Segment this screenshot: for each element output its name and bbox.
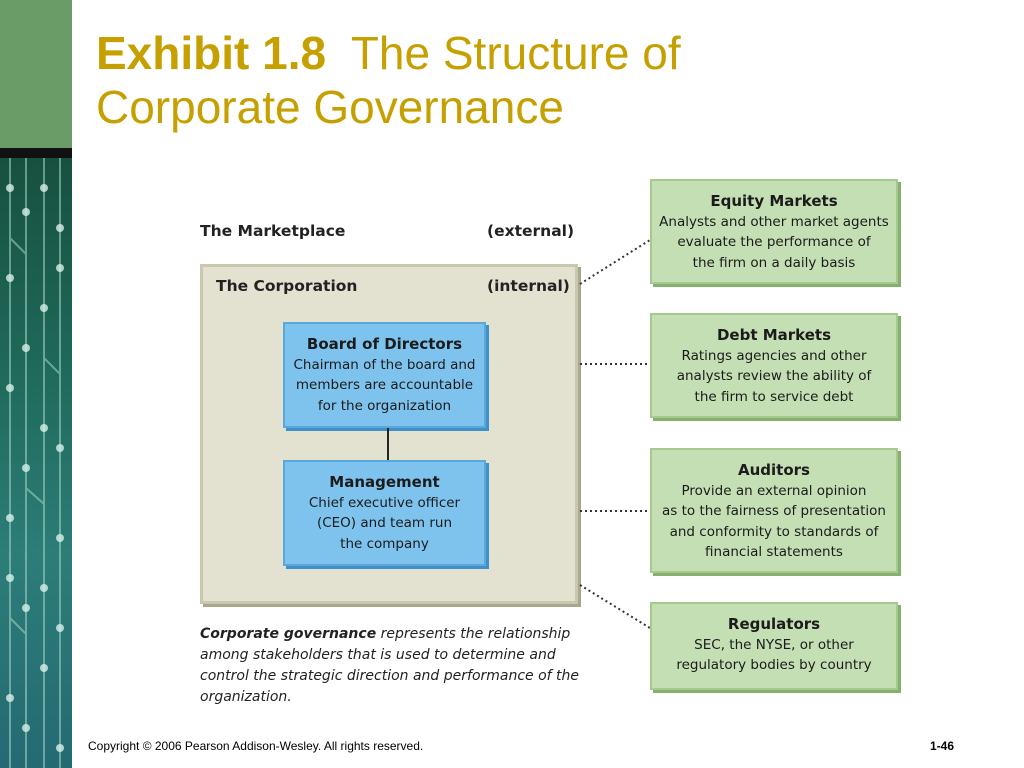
management-line: (CEO) and team run (316, 515, 453, 531)
debt-markets-line: analysts review the ability of (676, 368, 872, 384)
management-line: the company (340, 535, 429, 552)
title-exhibit-number: Exhibit 1.8 (96, 27, 327, 79)
left-dark-bar (0, 148, 72, 158)
auditors-line: and conformity to standards of (669, 523, 879, 540)
debt-markets-title: Debt Markets (716, 326, 832, 344)
board-management-connector (387, 428, 389, 460)
copyright-footer: Copyright © 2006 Pearson Addison-Wesley.… (88, 739, 424, 753)
slide-title: Exhibit 1.8 The Structure of Corporate G… (96, 26, 796, 134)
left-green-panel (0, 0, 72, 148)
definition-caption: Corporate governance represents the rela… (200, 624, 580, 708)
auditors-line: as to the fairness of presentation (662, 503, 886, 519)
equity-markets-title: Equity Markets (710, 192, 838, 210)
equity-markets-box: Equity Markets Analysts and other market… (650, 179, 898, 284)
corporation-label: The Corporation (216, 277, 358, 295)
title-text: The Structure of Corporate Governance (96, 27, 681, 133)
board-line: for the organization (317, 397, 452, 414)
regulators-title: Regulators (727, 615, 821, 633)
corporation-tag: (internal) (487, 277, 570, 295)
equity-markets-line: evaluate the performance of (677, 234, 871, 250)
marketplace-tag: (external) (487, 222, 575, 240)
regulators-line: regulatory bodies by country (676, 657, 872, 673)
auditors-line: financial statements (705, 544, 843, 560)
board-title: Board of Directors (306, 335, 463, 353)
auditors-box: Auditors Provide an external opinion as … (650, 448, 898, 573)
left-decor-strip (0, 0, 72, 768)
circuit-board-image (0, 158, 72, 768)
caption-term: Corporate governance (200, 626, 377, 642)
auditors-line: Provide an external opinion (681, 482, 867, 499)
connector-regulators (579, 584, 651, 629)
regulators-box: Regulators SEC, the NYSE, or other regul… (650, 602, 898, 690)
board-line: members are accountable (295, 377, 474, 393)
caption-text: represents the relationship among stakeh… (200, 626, 580, 705)
regulators-line: SEC, the NYSE, or other (694, 636, 854, 653)
debt-markets-line: the firm to service debt (694, 388, 854, 405)
management-title: Management (329, 473, 440, 491)
debt-markets-line: Ratings agencies and other (681, 347, 867, 364)
equity-markets-line: Analysts and other market agents (659, 213, 889, 230)
board-line: Chairman of the board and (293, 356, 476, 373)
connector-equity (579, 239, 651, 285)
debt-markets-box: Debt Markets Ratings agencies and other … (650, 313, 898, 418)
slide-number: 1-46 (930, 739, 955, 753)
board-of-directors-box: Board of Directors Chairman of the board… (283, 322, 486, 428)
management-line: Chief executive officer (308, 494, 461, 511)
equity-markets-line: the firm on a daily basis (692, 254, 856, 271)
management-box: Management Chief executive officer (CEO)… (283, 460, 486, 566)
auditors-title: Auditors (738, 461, 810, 479)
marketplace-label: The Marketplace (200, 222, 346, 240)
